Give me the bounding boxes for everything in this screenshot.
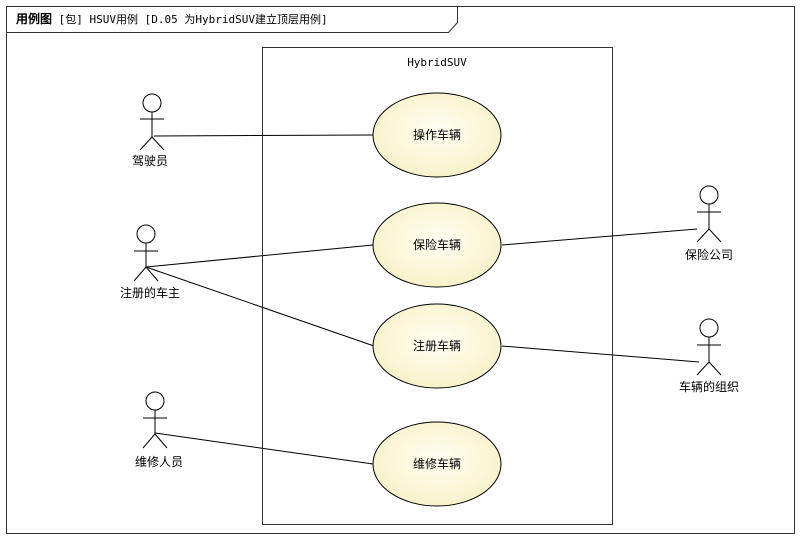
use-case-oval	[372, 202, 502, 288]
actor-maint[interactable]: 维修人员	[135, 391, 183, 469]
use-case-label: 注册车辆	[413, 338, 461, 353]
use-case-oval	[372, 421, 502, 507]
actor-owner[interactable]: 注册的车主	[120, 224, 180, 300]
frame-heading-rest: [包] HSUV用例 [D.05 为HybridSUV建立顶层用例]	[52, 12, 328, 26]
association-register-regorg[interactable]	[501, 345, 700, 363]
actor-label: 车辆的组织	[679, 379, 739, 394]
system-boundary	[262, 47, 613, 525]
system-boundary-name: HybridSUV	[407, 56, 467, 69]
actor-stick-figure-icon	[696, 185, 722, 243]
actor-regorg[interactable]: 车辆的组织	[679, 318, 739, 394]
use-case-label: 保险车辆	[413, 237, 461, 252]
use-case-oval	[372, 92, 502, 178]
association-owner-register[interactable]	[145, 266, 375, 347]
actor-stick-figure-icon	[133, 224, 159, 282]
use-case-insure[interactable]: 保险车辆	[372, 202, 502, 288]
actor-insurer[interactable]: 保险公司	[685, 185, 733, 262]
actor-stick-figure-icon	[142, 391, 168, 449]
frame-heading-kind: 用例图	[15, 11, 52, 26]
actor-label: 保险公司	[685, 247, 733, 262]
diagram-frame	[6, 6, 795, 534]
actor-label: 维修人员	[135, 454, 183, 469]
actor-driver[interactable]: 驾驶员	[132, 93, 168, 168]
actor-label: 驾驶员	[132, 153, 168, 168]
association-maint-maintain[interactable]	[154, 432, 374, 465]
actor-stick-figure-icon	[696, 318, 722, 376]
use-case-label: 操作车辆	[413, 127, 461, 142]
association-insure-insurer[interactable]	[501, 228, 698, 246]
actor-label: 注册的车主	[120, 285, 180, 300]
association-driver-operate[interactable]	[153, 134, 374, 137]
frame-heading: 用例图 [包] HSUV用例 [D.05 为HybridSUV建立顶层用例]	[15, 11, 328, 26]
use-case-maintain[interactable]: 维修车辆	[372, 421, 502, 507]
use-case-register[interactable]: 注册车辆	[372, 303, 502, 389]
use-case-label: 维修车辆	[413, 456, 461, 471]
actor-stick-figure-icon	[139, 93, 165, 151]
association-owner-insure[interactable]	[145, 244, 374, 268]
use-case-operate[interactable]: 操作车辆	[372, 92, 502, 178]
associations	[145, 134, 700, 465]
frame-heading-tab	[6, 6, 458, 33]
use-case-oval	[372, 303, 502, 389]
